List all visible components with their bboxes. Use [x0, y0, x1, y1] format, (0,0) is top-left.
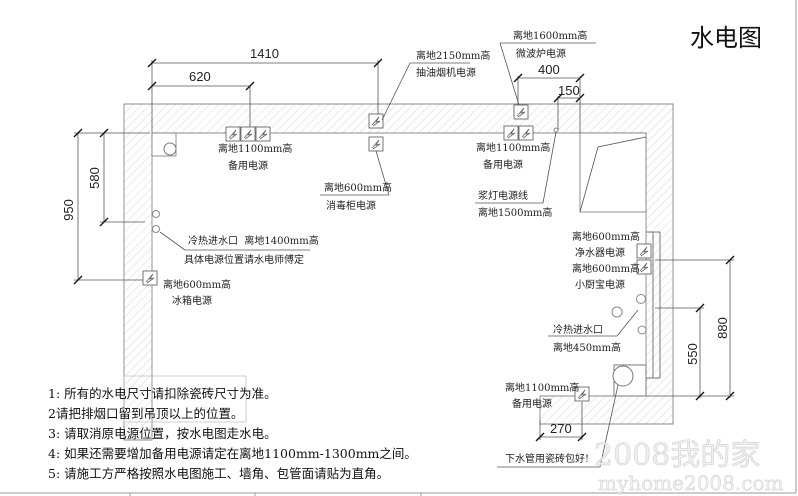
socket-icon [368, 113, 384, 129]
purifier-height-label: 离地600mm高 [572, 230, 640, 243]
socket-icon [503, 125, 519, 141]
water-inlet-note: 具体电源位置请水电师傅定 [184, 253, 304, 266]
water-inlet-icon [636, 294, 646, 304]
water-inlet-icon [611, 306, 623, 318]
lamp-height-label: 离地1500mm高 [478, 206, 552, 219]
socket-icon [518, 125, 534, 141]
dim-1410: 1410 [250, 46, 279, 61]
dimension-lines [73, 58, 735, 442]
socket-icon [368, 136, 384, 152]
backup3-height-label: 离地1100mm高 [505, 381, 579, 394]
heater-label: 小厨宝电源 [575, 278, 625, 291]
water-inlet-icon [637, 325, 647, 335]
watermark-name: 2008我的家 [594, 438, 760, 473]
socket-icon [225, 126, 241, 142]
microwave-height-label: 离地1600mm高 [513, 29, 587, 42]
microwave-label: 微波炉电源 [516, 47, 566, 60]
backup1-height-label: 离地1100mm高 [218, 142, 292, 155]
sterilizer-height-label: 离地600mm高 [324, 181, 392, 194]
dim-620: 620 [189, 69, 211, 84]
fridge-box [579, 132, 647, 213]
backup2-label: 备用电源 [483, 158, 523, 171]
watermark-url: myhome2008.com [598, 471, 783, 495]
note-item: 1: 所有的水电尺寸请扣除瓷砖尺寸为准。 [48, 386, 277, 401]
lamp-point-icon [553, 127, 559, 133]
hood-label: 抽油烟机电源 [416, 66, 476, 79]
socket-icon [636, 243, 652, 259]
hood-height-label: 离地2150mm高 [416, 49, 490, 62]
water-inlet-label: 冷热进水口 离地1400mm高 [188, 234, 319, 247]
socket-icon [142, 270, 158, 286]
dim-580: 580 [87, 167, 102, 189]
dim-880: 880 [715, 317, 730, 339]
note-item: 2请把排烟口留到吊顶以上的位置。 [48, 406, 243, 421]
sterilizer-label: 消毒柜电源 [326, 199, 376, 212]
socket-icon [513, 104, 529, 120]
water-inlet2-label: 冷热进水口 [553, 323, 603, 336]
fridge-height-label: 离地600mm高 [163, 278, 231, 291]
socket-icon [240, 126, 256, 142]
dim-400: 400 [538, 62, 560, 77]
water-inlet2-height-label: 离地450mm高 [553, 341, 621, 354]
water-inlet-icon [152, 210, 160, 218]
note-item: 3: 请取消原电源位置，按水电图走水电。 [48, 426, 277, 441]
lamp-label: 浆灯电源线 [478, 189, 528, 202]
dim-550: 550 [685, 343, 700, 365]
leader-lines [159, 42, 639, 468]
backup3-label: 备用电源 [512, 397, 552, 410]
watermark: 2008我的家 myhome2008.com [594, 438, 784, 496]
fridge-label: 冰箱电源 [172, 294, 212, 307]
dim-950: 950 [61, 199, 76, 221]
backup2-height-label: 离地1100mm高 [476, 141, 550, 154]
water-inlet-icon [152, 225, 160, 233]
socket-icon [255, 126, 271, 142]
backup1-label: 备用电源 [228, 159, 268, 172]
notes: 1: 所有的水电尺寸请扣除瓷砖尺寸为准。 2请把排烟口留到吊顶以上的位置。 3:… [48, 375, 417, 481]
purifier-label: 净水器电源 [575, 246, 625, 259]
note-item: 5: 请施工方严格按照水电图施工、墙角、包管面请贴为直角。 [48, 466, 389, 481]
pipe-circle [163, 142, 177, 156]
counter-lines [646, 231, 661, 379]
drain-pipe [612, 364, 647, 397]
heater-height-label: 离地600mm高 [572, 262, 640, 275]
note-item: 4: 如果还需要增加备用电源请定在离地1100mm-1300mm之间。 [48, 446, 417, 461]
page-title: 水电图 [690, 24, 762, 52]
dim-150: 150 [558, 83, 580, 98]
drain-note: 下水管用瓷砖包好! [505, 452, 589, 465]
dim-270: 270 [550, 421, 572, 436]
